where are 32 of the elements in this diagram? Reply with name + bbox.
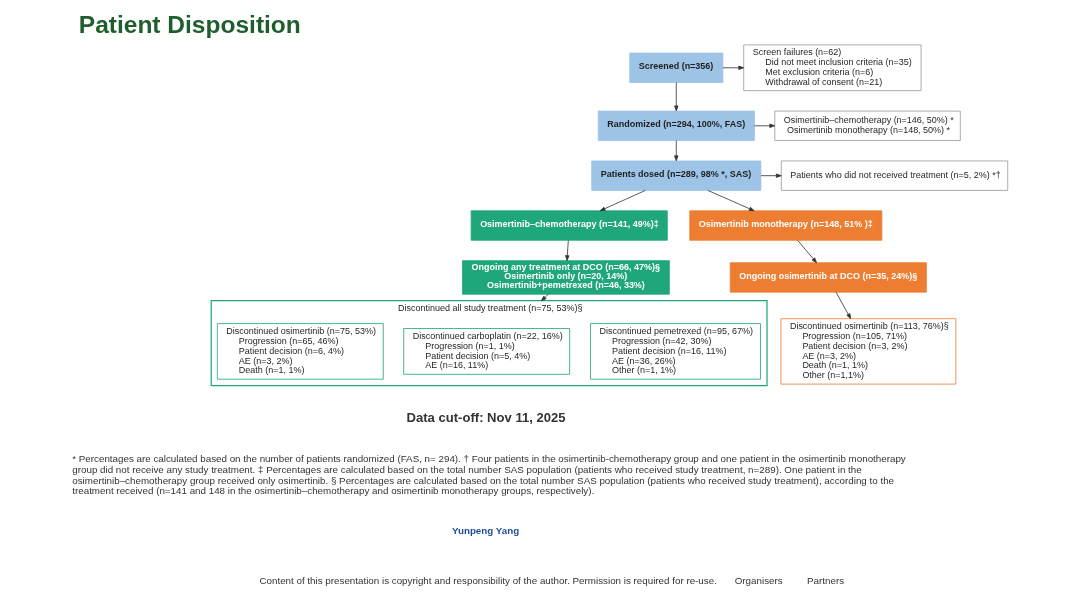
node-box: Screen failures (n=62) Did not meet inclusion criteria (n=35) Met exclusion criteria (n=6) Withdrawal of consent (n=21) [743,44,922,92]
node-box: Ongoing any treatment at DCO (n=66, 47%)§ Osimertinib only (n=20, 14%) Osimertinib+pemetrexed (n=46, 33%) [462,260,670,295]
node-box: Screened (n=356) [629,52,724,83]
node-box: Discontinued pemetrexed (n=95, 67%) Progression (n=42, 30%) Patient decision (n=16, 11%) AE (n=36, 26%) Other (n=1, 1%) [590,323,761,380]
label: * Percentages are calculated based on the number of patients randomized (FAS, n= 294). † Four patients in the osimertinib-chemotherapy group and one patient in the osimertinib monotherapy group did not receive any study treatment. ‡ Percentages are calculated based on the total number SAS population (patients who received study treatment, n=289). One patient in the osimertinib–chemotherapy group received only osimertinib. § Percentages are calculated based on the total number SAS population (patients who received study treatment), according to the treatment received (n=141 and 148 in the osimertinib–chemotherapy and osimertinib monotherapy groups, respectively). [72,453,906,497]
arrow [797,239,817,264]
node-box: Discontinued osimertinib (n=113, 76%)§ Progression (n=105, 71%) Patient decision (n=3, 2%) AE (n=3, 2%) Death (n=1, 1%) Other (n=1,1%) [780,318,957,385]
node-box: Osimertinib–chemotherapy (n=146, 50%) * Osimertinib monotherapy (n=148, 50%) * [774,110,961,141]
diagram-title: Patient Disposition [78,11,301,39]
arrow [760,173,782,178]
arrow [722,65,745,70]
label: Yunpeng Yang [451,524,520,536]
label: Data cut-off: Nov 11, 2025 [406,409,566,425]
label: Organisers [734,575,783,587]
node-box: Randomized (n=294, 100%, FAS) [597,110,755,141]
arrow [835,291,852,320]
arrow [599,190,646,212]
node-box: Osimertinib monotherapy (n=148, 51% )‡ [689,210,883,241]
label: Content of this presentation is copyright and responsibility of the author. Permission is required for re-use. [259,575,717,587]
arrow [565,239,570,261]
arrow [674,82,679,112]
node-box: Discontinued carboplatin (n=22, 16%) Progression (n=1, 1%) Patient decision (n=5, 4%) AE (n=16, 11%) [403,328,571,375]
arrow [753,123,776,128]
arrow [707,190,755,212]
label: Partners [807,575,845,587]
node-box: Patients who did not received treatment (n=5, 2%) *† [780,160,1009,191]
arrow [540,293,549,302]
node-box: Osimertinib–chemotherapy (n=141, 49%)‡ [470,210,668,241]
node-box: Ongoing osimertinib at DCO (n=35, 24%)§ [729,262,927,293]
arrow [674,140,679,162]
node-box: Patients dosed (n=289, 98% *, SAS) [591,160,762,191]
node-box: Discontinued osimertinib (n=75, 53%) Progression (n=65, 46%) Patient decision (n=6, 4%) AE (n=3, 2%) Death (n=1, 1%) [216,323,384,380]
